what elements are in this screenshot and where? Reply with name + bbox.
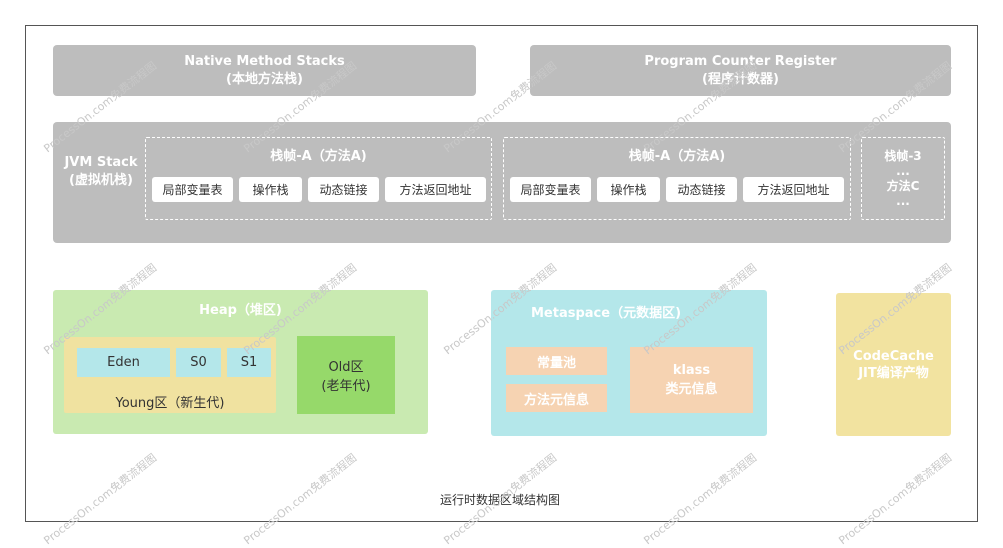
- program-counter-register-box: Program Counter Register (程序计数器): [530, 45, 951, 96]
- eden-box: Eden: [77, 348, 170, 377]
- constant-pool-box: 常量池: [506, 347, 607, 375]
- old-gen-subtitle: (老年代): [321, 379, 371, 394]
- local-variable-table: 局部变量表: [510, 177, 591, 202]
- codecache-subtitle: JIT编译产物: [858, 365, 929, 381]
- local-variable-table: 局部变量表: [152, 177, 233, 202]
- dynamic-linking: 动态链接: [666, 177, 737, 202]
- stack-frame-title: 栈帧-A（方法A): [270, 149, 367, 164]
- pcr-subtitle: (程序计数器): [702, 71, 779, 87]
- native-subtitle: (本地方法栈): [226, 71, 303, 87]
- native-method-stacks-box: Native Method Stacks (本地方法栈): [53, 45, 476, 96]
- method-metadata-box: 方法元信息: [506, 384, 607, 412]
- frame3-method: 方法C: [886, 178, 920, 193]
- klass-title: klass: [672, 363, 711, 378]
- metaspace-box: Metaspace（元数据区) 常量池 方法元信息 klass 类元信息: [491, 290, 767, 436]
- codecache-title: CodeCache: [853, 348, 934, 364]
- return-address: 方法返回地址: [385, 177, 486, 202]
- young-gen-label: Young区（新生代): [115, 396, 225, 411]
- dynamic-linking: 动态链接: [308, 177, 379, 202]
- codecache-box: CodeCache JIT编译产物: [836, 293, 951, 436]
- native-title: Native Method Stacks: [184, 53, 345, 69]
- jvm-stack-subtitle: (虚拟机栈): [69, 173, 133, 188]
- old-gen-box: Old区 (老年代): [297, 336, 395, 414]
- heap-title: Heap（堆区): [199, 303, 282, 318]
- frame3-title: 栈帧-3: [884, 148, 922, 163]
- stack-frame-title: 栈帧-A（方法A): [628, 149, 726, 164]
- heap-box: Heap（堆区) Eden S0 S1 Young区（新生代) Old区 (老年…: [53, 290, 428, 434]
- diagram-frame: [25, 25, 978, 522]
- return-address: 方法返回地址: [743, 177, 844, 202]
- stack-frame-a-2: 栈帧-A（方法A) 局部变量表 操作栈 动态链接 方法返回地址: [503, 137, 851, 220]
- jvm-stack-box: JVM Stack (虚拟机栈) 栈帧-A（方法A) 局部变量表 操作栈 动态链…: [53, 122, 951, 243]
- jvm-stack-label: JVM Stack (虚拟机栈): [61, 154, 141, 190]
- s0-box: S0: [176, 348, 221, 377]
- diagram-caption: 运行时数据区域结构图: [439, 493, 560, 507]
- klass-subtitle: 类元信息: [665, 382, 718, 397]
- pcr-title: Program Counter Register: [644, 53, 837, 69]
- operand-stack: 操作栈: [597, 177, 660, 202]
- frame3-ellipsis-bottom: ...: [896, 193, 910, 208]
- klass-box: klass 类元信息: [630, 347, 753, 413]
- young-gen-box: Eden S0 S1 Young区（新生代): [64, 337, 276, 413]
- frame3-ellipsis-top: ...: [896, 163, 910, 178]
- stack-frame-a-1: 栈帧-A（方法A) 局部变量表 操作栈 动态链接 方法返回地址: [145, 137, 492, 220]
- operand-stack: 操作栈: [239, 177, 302, 202]
- metaspace-title: Metaspace（元数据区): [530, 306, 682, 321]
- stack-frame-3: 栈帧-3 ... 方法C ...: [861, 137, 945, 220]
- jvm-stack-title: JVM Stack: [64, 155, 138, 170]
- old-gen-title: Old区: [328, 360, 364, 375]
- s1-box: S1: [227, 348, 271, 377]
